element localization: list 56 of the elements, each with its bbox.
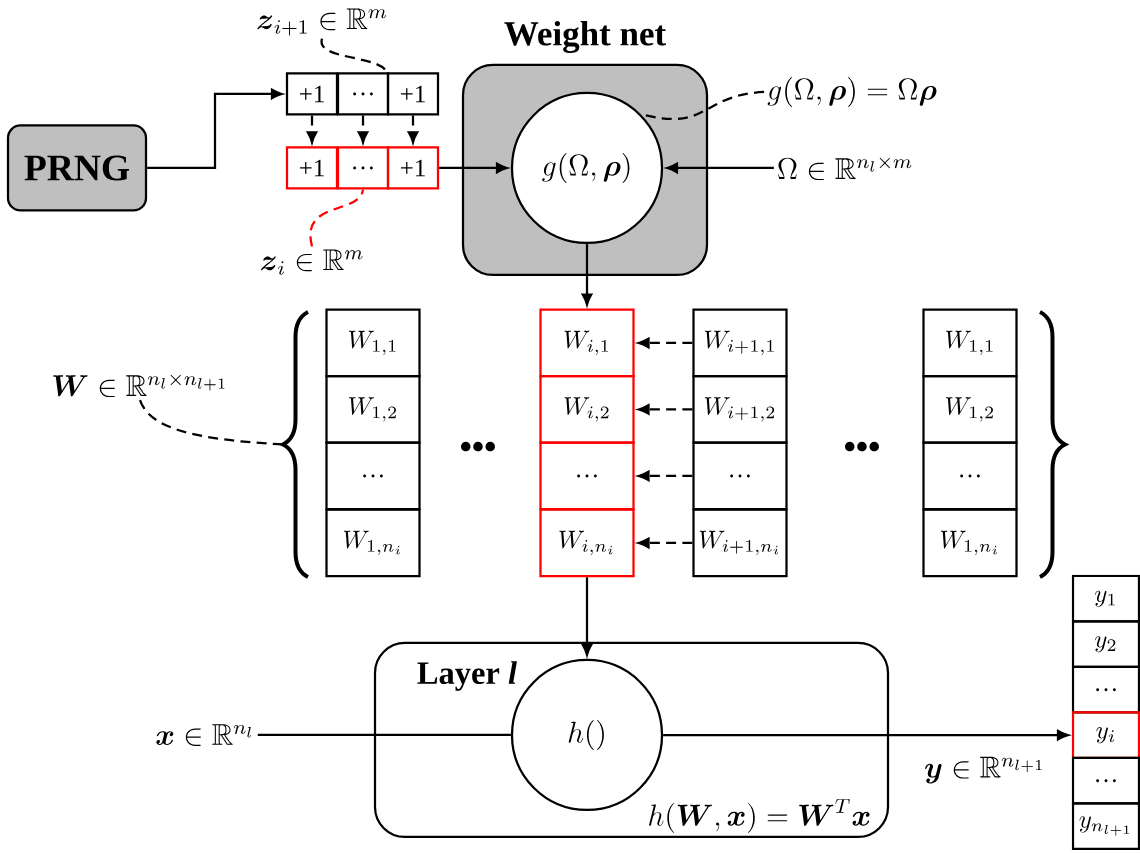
weight-cell: $W_{1,n_i}$ (325, 508, 421, 578)
weight-cell: … (539, 441, 635, 511)
weight-cell: $W_{i+1,n_i}$ (692, 508, 788, 578)
formula-text: $\boldsymbol{z}_{i} \in \mathbb{R}^{m}$ (260, 249, 363, 275)
output-cell: $y_{i}$ (1071, 711, 1140, 760)
output-cell: $y_{2}$ (1071, 620, 1140, 669)
weight-cell: $W_{1,2}$ (922, 375, 1018, 444)
weight-cell: … (922, 441, 1018, 511)
formula-text: $\Omega \in \mathbb{R}^{n_l \times m}$ (778, 157, 912, 181)
bit-cell: +1 (386, 72, 440, 116)
ellipsis-dots: ••• (845, 441, 879, 452)
arrow (663, 729, 1069, 741)
formula-text: $\boldsymbol{W} \in \mathbb{R}^{n_l \times n_{l+1}}$ (53, 374, 225, 398)
ellipsis-dots: ••• (461, 441, 495, 452)
weight-cell: $W_{1,1}$ (922, 308, 1018, 378)
leader-line (139, 399, 285, 446)
arrow (637, 537, 693, 549)
box-heading: Weight net (504, 21, 666, 53)
bit-cell: … (336, 146, 390, 190)
arrow (581, 244, 593, 306)
arrow (637, 337, 693, 349)
weight-cell: $W_{1,2}$ (325, 375, 421, 444)
weight-cell: $W_{i+1,1}$ (692, 308, 788, 378)
arrow (407, 115, 419, 144)
output-cell: … (1071, 756, 1140, 805)
connector-line (257, 733, 511, 737)
bit-cell: +1 (285, 72, 339, 116)
formula-text: $\boldsymbol{x} \in \mathbb{R}^{n_l}$ (156, 724, 251, 746)
weight-cell: $W_{1,1}$ (325, 308, 421, 378)
bit-cell: +1 (285, 146, 339, 190)
weight-cell: … (325, 441, 421, 511)
edge-label: $\boldsymbol{y} \in \mathbb{R}^{n_{l+1}}$ (921, 754, 1049, 786)
arrow (357, 115, 369, 144)
curly-brace (281, 310, 310, 579)
arrow (581, 577, 593, 656)
formula-text: $g(\Omega,\boldsymbol{\rho}) = \Omega\boldsymbol{\rho}$ (767, 77, 937, 108)
prng-box: PRNG (6, 124, 148, 212)
output-cell: $y_{1}$ (1071, 574, 1140, 623)
arrow (439, 162, 508, 174)
arrow (147, 88, 283, 170)
arrow (637, 470, 693, 482)
bit-cell: +1 (386, 146, 440, 190)
output-cell: $y_{n_{l+1}}$ (1071, 802, 1140, 851)
weight-cell: $W_{i,n_i}$ (539, 508, 635, 578)
weight-cell: $W_{i+1,2}$ (692, 375, 788, 444)
weight-cell: $W_{i,1}$ (539, 308, 635, 378)
weight-cell: $W_{i,2}$ (539, 375, 635, 444)
leader-line (309, 189, 365, 247)
weight-cell: $W_{1,n_i}$ (922, 508, 1018, 578)
arrow (306, 115, 318, 144)
arrow (666, 162, 774, 174)
weight-cell: … (692, 441, 788, 511)
formula-text: $\boldsymbol{z}_{i+1} \in \mathbb{R}^{m}$ (257, 8, 387, 36)
output-cell: … (1071, 665, 1140, 714)
bit-cell: … (336, 72, 390, 116)
arrow (637, 404, 693, 415)
